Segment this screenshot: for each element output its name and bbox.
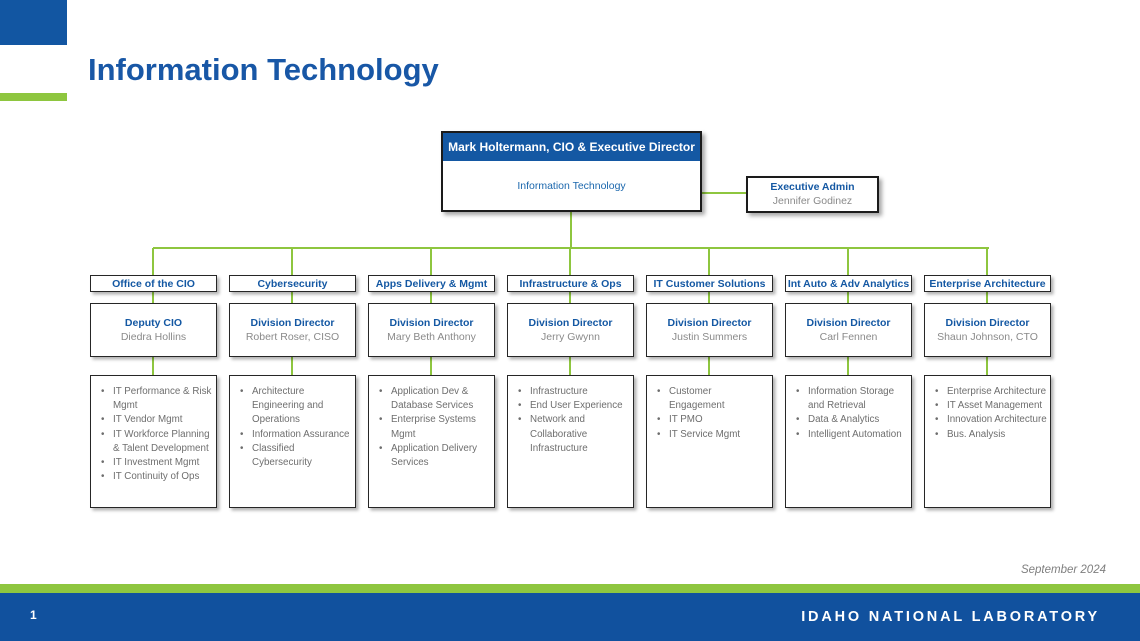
division-column: Enterprise Architecture Division Directo… xyxy=(924,248,1051,508)
function-item: End User Experience xyxy=(515,399,630,413)
cio-box-header: Mark Holtermann, CIO & Executive Directo… xyxy=(443,133,700,161)
division-functions-list: IT Performance & Risk MgmtIT Vendor Mgmt… xyxy=(98,385,213,485)
division-column: Office of the CIO Deputy CIO Diedra Holl… xyxy=(90,248,217,508)
division-director-box: Division Director Shaun Johnson, CTO xyxy=(924,303,1051,357)
function-item: Information Storage and Retrieval xyxy=(793,385,908,413)
division-functions-list: Customer EngagementIT PMOIT Service Mgmt xyxy=(654,385,769,442)
director-role: Deputy CIO xyxy=(124,316,183,329)
connector-horizontal-bar xyxy=(153,247,989,249)
connector-cio-to-admin xyxy=(700,192,747,194)
date-label: September 2024 xyxy=(1020,564,1106,576)
function-item: Innovation Architecture xyxy=(932,413,1047,427)
function-item: IT Investment Mgmt xyxy=(98,456,213,470)
division-functions-box: Information Storage and RetrievalData & … xyxy=(785,375,912,508)
org-box-cio: Mark Holtermann, CIO & Executive Directo… xyxy=(441,131,702,212)
director-name: Shaun Johnson, CTO xyxy=(937,331,1038,343)
director-role: Division Director xyxy=(389,316,474,329)
division-header-box: Infrastructure & Ops xyxy=(507,275,634,292)
function-item: IT Asset Management xyxy=(932,399,1047,413)
function-item: IT Continuity of Ops xyxy=(98,470,213,484)
function-item: IT Workforce Planning & Talent Developme… xyxy=(98,428,213,456)
director-name: Mary Beth Anthony xyxy=(387,331,476,343)
function-item: IT Vendor Mgmt xyxy=(98,413,213,427)
division-functions-box: IT Performance & Risk MgmtIT Vendor Mgmt… xyxy=(90,375,217,508)
function-item: Enterprise Systems Mgmt xyxy=(376,413,491,441)
function-item: Architecture Engineering and Operations xyxy=(237,385,352,428)
director-name: Robert Roser, CISO xyxy=(245,331,340,343)
division-functions-list: Information Storage and RetrievalData & … xyxy=(793,385,908,442)
director-role: Division Director xyxy=(528,316,613,329)
function-item: Bus. Analysis xyxy=(932,428,1047,442)
director-role: Division Director xyxy=(945,316,1030,329)
division-header-box: Enterprise Architecture xyxy=(924,275,1051,292)
function-item: IT Service Mgmt xyxy=(654,428,769,442)
division-column: Cybersecurity Division Director Robert R… xyxy=(229,248,356,508)
function-item: Intelligent Automation xyxy=(793,428,908,442)
director-role: Division Director xyxy=(250,316,335,329)
division-column: Apps Delivery & Mgmt Division Director M… xyxy=(368,248,495,508)
division-functions-box: Customer EngagementIT PMOIT Service Mgmt xyxy=(646,375,773,508)
footer-green-bar xyxy=(0,584,1140,593)
connector-cio-to-hbar xyxy=(570,212,572,248)
division-director-box: Division Director Mary Beth Anthony xyxy=(368,303,495,357)
function-item: IT PMO xyxy=(654,413,769,427)
function-item: Enterprise Architecture xyxy=(932,385,1047,399)
director-name: Jerry Gwynn xyxy=(541,331,600,343)
director-name: Justin Summers xyxy=(671,331,748,343)
division-header-box: Int Auto & Adv Analytics xyxy=(785,275,912,292)
director-role: Division Director xyxy=(806,316,891,329)
division-functions-box: Application Dev & Database ServicesEnter… xyxy=(368,375,495,508)
division-director-box: Division Director Carl Fennen xyxy=(785,303,912,357)
division-header-box: Office of the CIO xyxy=(90,275,217,292)
division-header-box: Cybersecurity xyxy=(229,275,356,292)
division-director-box: Division Director Justin Summers xyxy=(646,303,773,357)
division-column: Int Auto & Adv Analytics Division Direct… xyxy=(785,248,912,508)
function-item: IT Performance & Risk Mgmt xyxy=(98,385,213,413)
function-item: Application Dev & Database Services xyxy=(376,385,491,413)
function-item: Customer Engagement xyxy=(654,385,769,413)
org-box-executive-admin: Executive Admin Jennifer Godinez xyxy=(746,176,879,213)
page-number: 1 xyxy=(30,608,37,622)
admin-role: Executive Admin xyxy=(770,180,855,193)
function-item: Network and Collaborative Infrastructure xyxy=(515,413,630,456)
division-functions-list: Application Dev & Database ServicesEnter… xyxy=(376,385,491,470)
division-column: IT Customer Solutions Division Director … xyxy=(646,248,773,508)
division-functions-box: Enterprise ArchitectureIT Asset Manageme… xyxy=(924,375,1051,508)
division-functions-list: Enterprise ArchitectureIT Asset Manageme… xyxy=(932,385,1047,442)
cio-box-department: Information Technology xyxy=(517,179,626,192)
brand-accent-green-block xyxy=(0,93,67,101)
function-item: Data & Analytics xyxy=(793,413,908,427)
director-name: Diedra Hollins xyxy=(120,331,187,343)
admin-name: Jennifer Godinez xyxy=(772,194,853,207)
division-header-box: Apps Delivery & Mgmt xyxy=(368,275,495,292)
function-item: Information Assurance xyxy=(237,428,352,442)
page-title: Information Technology xyxy=(88,52,439,87)
division-functions-list: InfrastructureEnd User ExperienceNetwork… xyxy=(515,385,630,456)
director-role: Division Director xyxy=(667,316,752,329)
lab-name: IDAHO NATIONAL LABORATORY xyxy=(801,609,1100,625)
function-item: Application Delivery Services xyxy=(376,442,491,470)
division-director-box: Deputy CIO Diedra Hollins xyxy=(90,303,217,357)
director-name: Carl Fennen xyxy=(819,331,878,343)
footer-blue-bar xyxy=(0,593,1140,641)
division-director-box: Division Director Jerry Gwynn xyxy=(507,303,634,357)
division-director-box: Division Director Robert Roser, CISO xyxy=(229,303,356,357)
division-functions-box: Architecture Engineering and OperationsI… xyxy=(229,375,356,508)
brand-accent-blue-block xyxy=(0,0,67,45)
division-column: Infrastructure & Ops Division Director J… xyxy=(507,248,634,508)
function-item: Classified Cybersecurity xyxy=(237,442,352,470)
division-functions-box: InfrastructureEnd User ExperienceNetwork… xyxy=(507,375,634,508)
division-functions-list: Architecture Engineering and OperationsI… xyxy=(237,385,352,470)
function-item: Infrastructure xyxy=(515,385,630,399)
division-header-box: IT Customer Solutions xyxy=(646,275,773,292)
